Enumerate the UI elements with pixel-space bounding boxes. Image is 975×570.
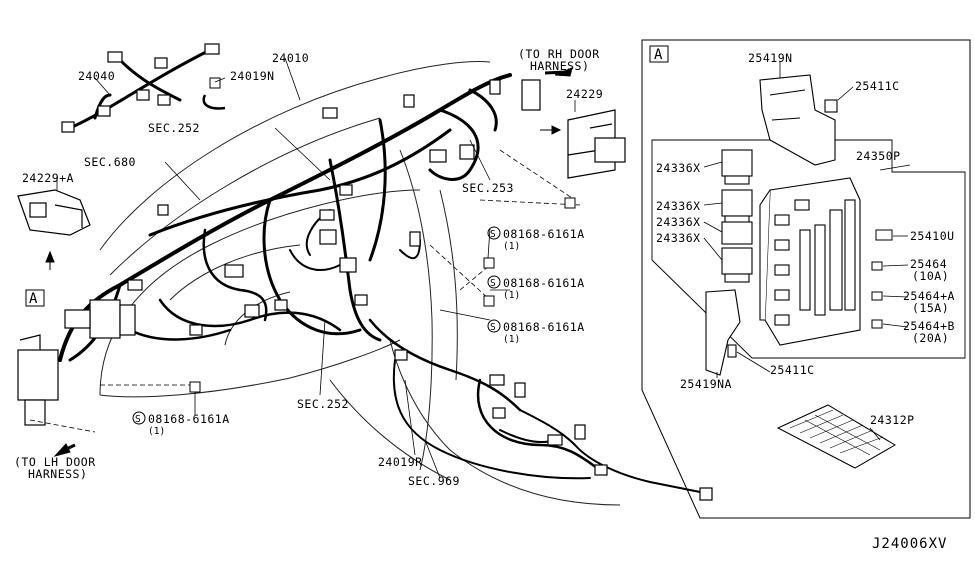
bolt-label-2: S 08168-6161A (1) <box>487 275 585 301</box>
label-24336X-1: 24336X <box>656 161 701 175</box>
label-fuse-15a: (15A) <box>912 301 949 315</box>
screw-symbol: S <box>490 322 496 333</box>
label-24040: 24040 <box>78 69 115 83</box>
lh-junction-box <box>17 299 136 426</box>
inset-marker-box-left <box>25 289 45 307</box>
label-bolt-2: 08168-6161A <box>503 276 585 290</box>
inset-marker: A <box>654 47 663 63</box>
label-25419N: 25419N <box>748 51 793 65</box>
label-bolt-4-qty: (1) <box>148 426 165 437</box>
label-24336X-2: 24336X <box>656 199 701 213</box>
fuse-block-24350P <box>759 177 861 346</box>
label-24019N: 24019N <box>230 69 275 83</box>
leader-lines <box>56 57 576 479</box>
bolt-label-1: S 08168-6161A (1) <box>487 226 585 252</box>
part-25419N-bracket <box>759 74 838 166</box>
diagram-reference-id: J24006XV <box>872 536 947 552</box>
part-24229-bracket <box>567 109 626 179</box>
label-25464: 25464 <box>910 257 947 271</box>
label-25410U: 25410U <box>910 229 955 243</box>
label-to-lh-door-1: (TO LH DOOR <box>14 455 96 469</box>
screw-symbol: S <box>490 229 496 240</box>
inset-marker-box <box>649 45 669 63</box>
bolt-label-4: S 08168-6161A (1) <box>132 411 230 437</box>
bolt-label-3: S 08168-6161A (1) <box>487 319 585 345</box>
direction-arrows <box>45 67 573 457</box>
dashed-leaders <box>29 149 581 433</box>
label-sec969: SEC.969 <box>408 474 460 488</box>
label-24229: 24229 <box>566 87 603 101</box>
label-to-rh-door-2: HARNESS) <box>530 59 589 73</box>
label-fuse-20a: (20A) <box>912 331 949 345</box>
label-bolt-4: 08168-6161A <box>148 412 230 426</box>
label-25464A: 25464+A <box>903 289 955 303</box>
label-bolt-3: 08168-6161A <box>503 320 585 334</box>
label-25411C-bottom: 25411C <box>770 363 815 377</box>
inset-marker-left: A <box>29 291 38 307</box>
part-24019N-cable <box>202 77 226 110</box>
inset-leaders <box>703 62 911 441</box>
bolt-icons <box>189 197 576 393</box>
label-bolt-1-qty: (1) <box>503 241 520 252</box>
screw-symbol: S <box>135 414 141 425</box>
label-sec253: SEC.253 <box>462 181 514 195</box>
label-24336X-3: 24336X <box>656 215 701 229</box>
label-25411C-top: 25411C <box>855 79 900 93</box>
label-24312P: 24312P <box>870 413 915 427</box>
label-to-rh-door-1: (TO RH DOOR <box>518 47 600 61</box>
part-24229A-bracket <box>17 189 91 236</box>
label-24350P: 24350P <box>856 149 901 163</box>
part-labels: 24040 24019N 24010 (TO RH DOOR HARNESS) … <box>14 47 955 552</box>
part-25419NA-bracket <box>705 289 741 376</box>
label-24010: 24010 <box>272 51 309 65</box>
label-24336X-4: 24336X <box>656 231 701 245</box>
label-24229A: 24229+A <box>22 171 74 185</box>
part-24040-harness <box>61 43 220 133</box>
label-25464B: 25464+B <box>903 319 955 333</box>
part-24312P-panel <box>776 404 896 469</box>
dashboard-outline <box>99 61 621 506</box>
label-bolt-1: 08168-6161A <box>503 227 585 241</box>
relay-icons <box>721 149 753 283</box>
harness-connectors <box>127 79 713 501</box>
label-bolt-2-qty: (1) <box>503 290 520 301</box>
label-sec252-bottom: SEC.252 <box>297 397 349 411</box>
label-sec680: SEC.680 <box>84 155 136 169</box>
label-to-lh-door-2: HARNESS) <box>28 467 87 481</box>
label-25419NA: 25419NA <box>680 377 732 391</box>
label-fuse-10a: (10A) <box>912 269 949 283</box>
screw-symbol: S <box>490 278 496 289</box>
label-24019R: 24019R <box>378 455 423 469</box>
fuse-icons <box>871 229 893 329</box>
inset-panel <box>25 39 971 519</box>
label-bolt-3-qty: (1) <box>503 334 520 345</box>
label-sec252-top: SEC.252 <box>148 121 200 135</box>
